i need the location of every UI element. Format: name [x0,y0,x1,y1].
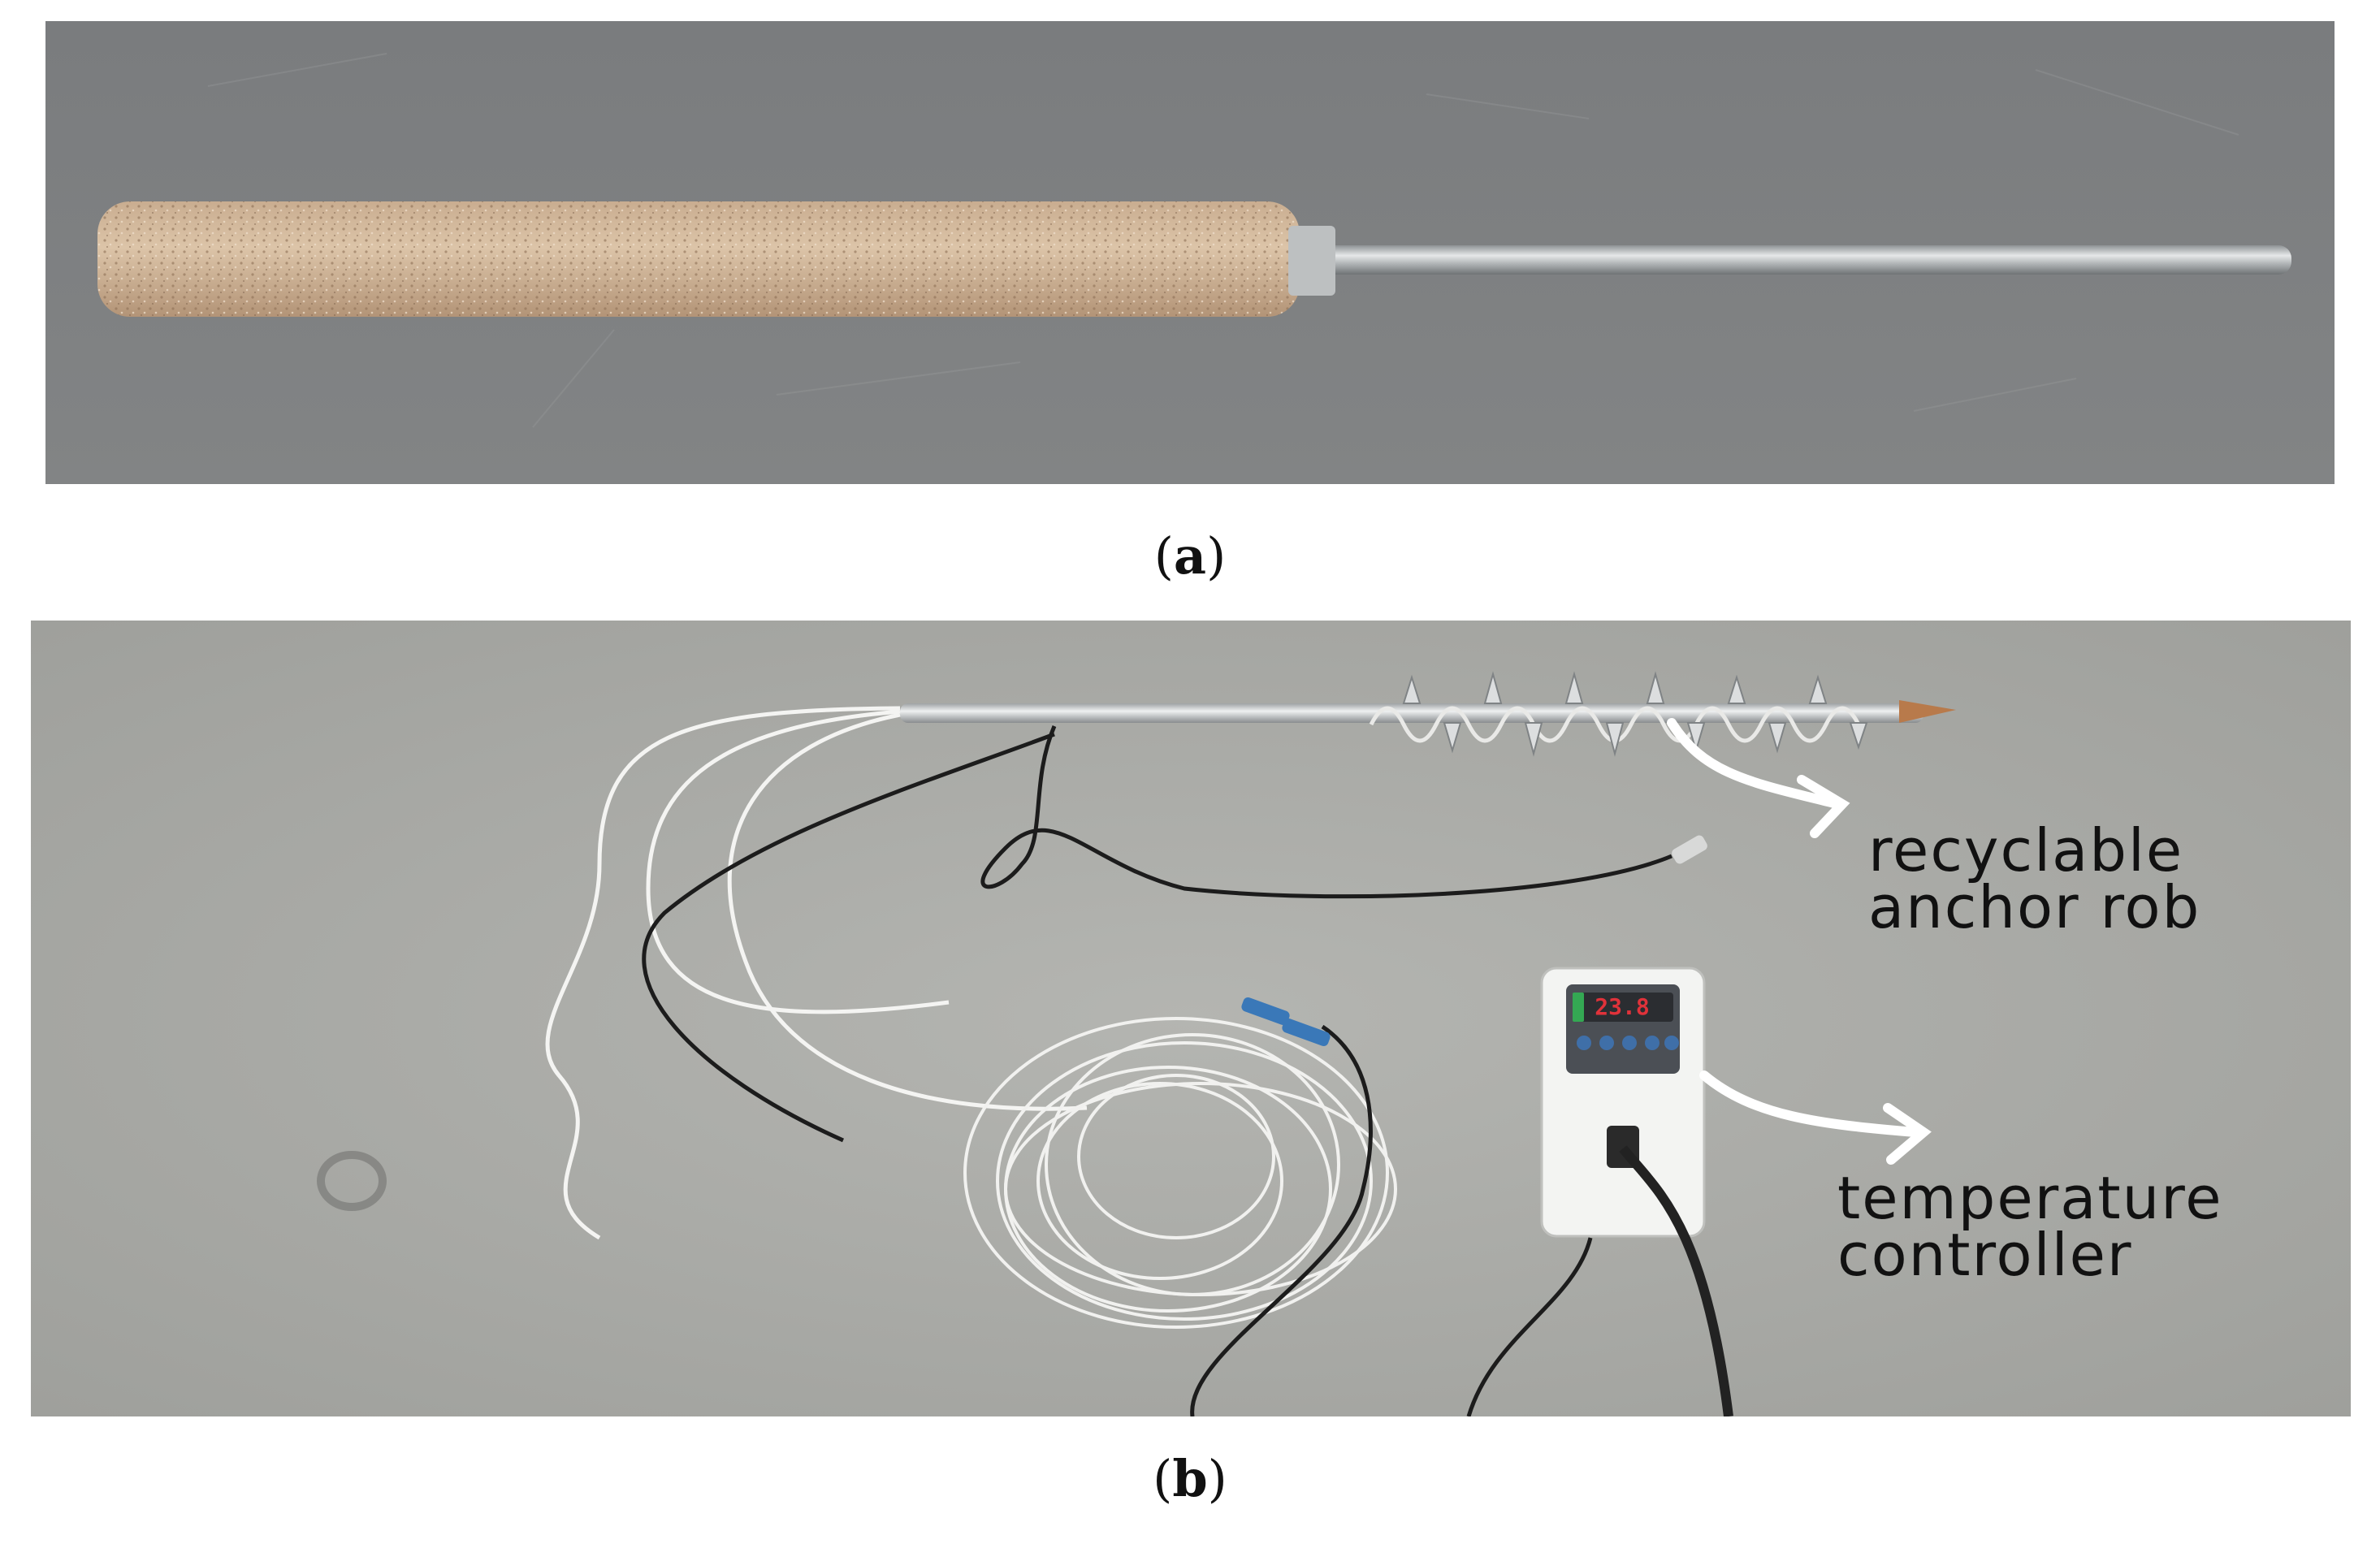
temperature-sensor-tip [1672,835,1707,864]
blue-connectors [1241,997,1331,1047]
arrow-to-anchor [1667,718,1850,838]
label-recyclable-anchor-rob: recyclable anchor rob [1868,816,2201,941]
caption-b: (b) [1153,1449,1227,1508]
steel-rod [1207,245,2291,275]
surface-stain [317,1151,387,1211]
arrow-to-controller [1699,1070,1932,1165]
anchor-spikes [1402,671,1868,757]
photo-panel-b: 23.8 [31,621,2351,1416]
label-temperature-controller: temperature controller [1837,1164,2223,1289]
caption-a: (a) [1153,526,1227,586]
black-wires [642,725,1672,1416]
temperature-controller [1540,967,1733,1416]
photo-panel-a [45,21,2335,484]
wire-coil [963,1017,1397,1329]
coated-rod-photo [45,21,2335,484]
white-wires [545,706,1088,1240]
anchor-rod [900,703,1923,723]
copper-tip [1899,700,1956,723]
controller-readout: 23.8 [1595,993,1650,1020]
anchor-setup-photo [31,621,2351,1416]
